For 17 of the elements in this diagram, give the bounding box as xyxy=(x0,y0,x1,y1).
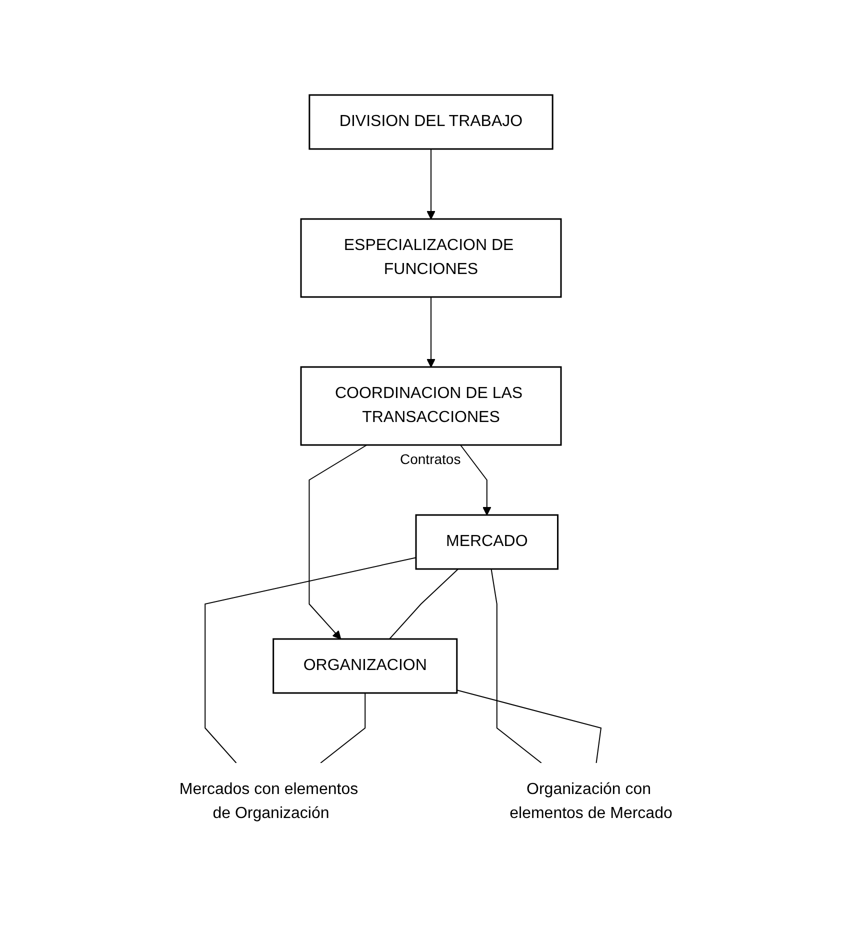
annotation-text: Contratos xyxy=(400,451,461,467)
node-text: Mercados con elementos de Organización xyxy=(178,781,358,822)
node-box: ORGANIZACION xyxy=(272,638,458,694)
arrow xyxy=(459,444,491,516)
connector xyxy=(204,557,416,764)
arrow xyxy=(426,148,435,220)
node-box: COORDINACION DE LAS TRANSACCIONES xyxy=(300,366,562,446)
connector xyxy=(490,568,542,764)
node-box: MERCADO xyxy=(414,514,558,570)
connector xyxy=(456,690,602,764)
connector xyxy=(320,692,366,764)
arrow xyxy=(426,296,435,368)
arrow xyxy=(308,444,367,640)
node-box: DIVISION DEL TRABAJO xyxy=(308,94,553,150)
node-text: Organización con elementos de Mercado xyxy=(509,781,672,822)
node-box: ESPECIALIZACION DE FUNCIONES xyxy=(300,218,562,298)
connector xyxy=(388,568,458,640)
